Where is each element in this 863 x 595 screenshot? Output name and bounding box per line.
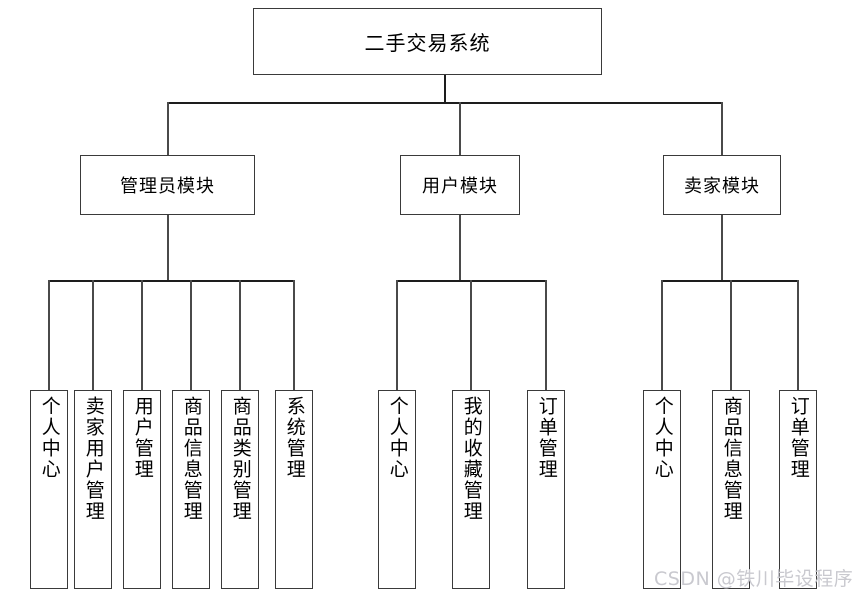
- connector-user-leaf-1: [470, 280, 472, 390]
- node-module-seller: 卖家模块: [663, 155, 781, 215]
- connector-drop-seller: [721, 102, 723, 156]
- connector-root-stem: [444, 75, 446, 103]
- node-module-seller-label: 卖家模块: [684, 176, 760, 197]
- connector-drop-admin: [167, 102, 169, 156]
- connector-admin-bus: [48, 280, 294, 282]
- connector-seller-leaf-2: [797, 280, 799, 390]
- node-leaf-admin-1: 卖家用户管理: [74, 390, 112, 589]
- node-leaf-seller-0-label: 个人中心: [651, 396, 674, 480]
- node-leaf-seller-0: 个人中心: [643, 390, 681, 589]
- node-leaf-seller-2: 订单管理: [779, 390, 817, 589]
- csdn-watermark: CSDN @铁川毕设程序: [654, 568, 854, 590]
- node-leaf-admin-3-label: 商品信息管理: [180, 396, 203, 522]
- node-leaf-user-1-label: 我的收藏管理: [460, 396, 483, 522]
- connector-level1-bus: [167, 102, 722, 104]
- connector-admin-stem: [167, 215, 169, 281]
- node-leaf-admin-5: 系统管理: [275, 390, 313, 589]
- node-leaf-user-2-label: 订单管理: [535, 396, 558, 480]
- connector-admin-leaf-1: [92, 280, 94, 390]
- node-root-label: 二手交易系统: [364, 31, 491, 55]
- node-leaf-admin-4-label: 商品类别管理: [229, 396, 252, 522]
- connector-admin-leaf-3: [190, 280, 192, 390]
- node-leaf-user-0-label: 个人中心: [386, 396, 409, 480]
- connector-user-stem: [459, 215, 461, 281]
- node-leaf-admin-4: 商品类别管理: [221, 390, 259, 589]
- connector-admin-leaf-5: [293, 280, 295, 390]
- node-leaf-admin-0: 个人中心: [30, 390, 68, 589]
- node-module-user-label: 用户模块: [422, 176, 498, 197]
- connector-seller-bus: [661, 280, 798, 282]
- connector-seller-leaf-1: [730, 280, 732, 390]
- node-leaf-user-2: 订单管理: [527, 390, 565, 589]
- node-module-user: 用户模块: [400, 155, 520, 215]
- connector-admin-leaf-2: [141, 280, 143, 390]
- node-leaf-admin-2: 用户管理: [123, 390, 161, 589]
- connector-user-leaf-0: [396, 280, 398, 390]
- node-leaf-user-1: 我的收藏管理: [452, 390, 490, 589]
- node-leaf-seller-1: 商品信息管理: [712, 390, 750, 589]
- node-module-admin: 管理员模块: [80, 155, 255, 215]
- node-module-admin-label: 管理员模块: [120, 176, 215, 197]
- node-leaf-admin-5-label: 系统管理: [283, 396, 306, 480]
- connector-seller-stem: [721, 215, 723, 281]
- node-root-system: 二手交易系统: [253, 8, 602, 75]
- connector-admin-leaf-4: [239, 280, 241, 390]
- connector-drop-user: [459, 102, 461, 156]
- connector-seller-leaf-0: [661, 280, 663, 390]
- node-leaf-admin-0-label: 个人中心: [38, 396, 61, 480]
- node-leaf-admin-1-label: 卖家用户管理: [82, 396, 105, 522]
- node-leaf-user-0: 个人中心: [378, 390, 416, 589]
- node-leaf-admin-3: 商品信息管理: [172, 390, 210, 589]
- connector-admin-leaf-0: [48, 280, 50, 390]
- connector-user-leaf-2: [545, 280, 547, 390]
- node-leaf-seller-2-label: 订单管理: [787, 396, 810, 480]
- node-leaf-seller-1-label: 商品信息管理: [720, 396, 743, 522]
- node-leaf-admin-2-label: 用户管理: [131, 396, 154, 480]
